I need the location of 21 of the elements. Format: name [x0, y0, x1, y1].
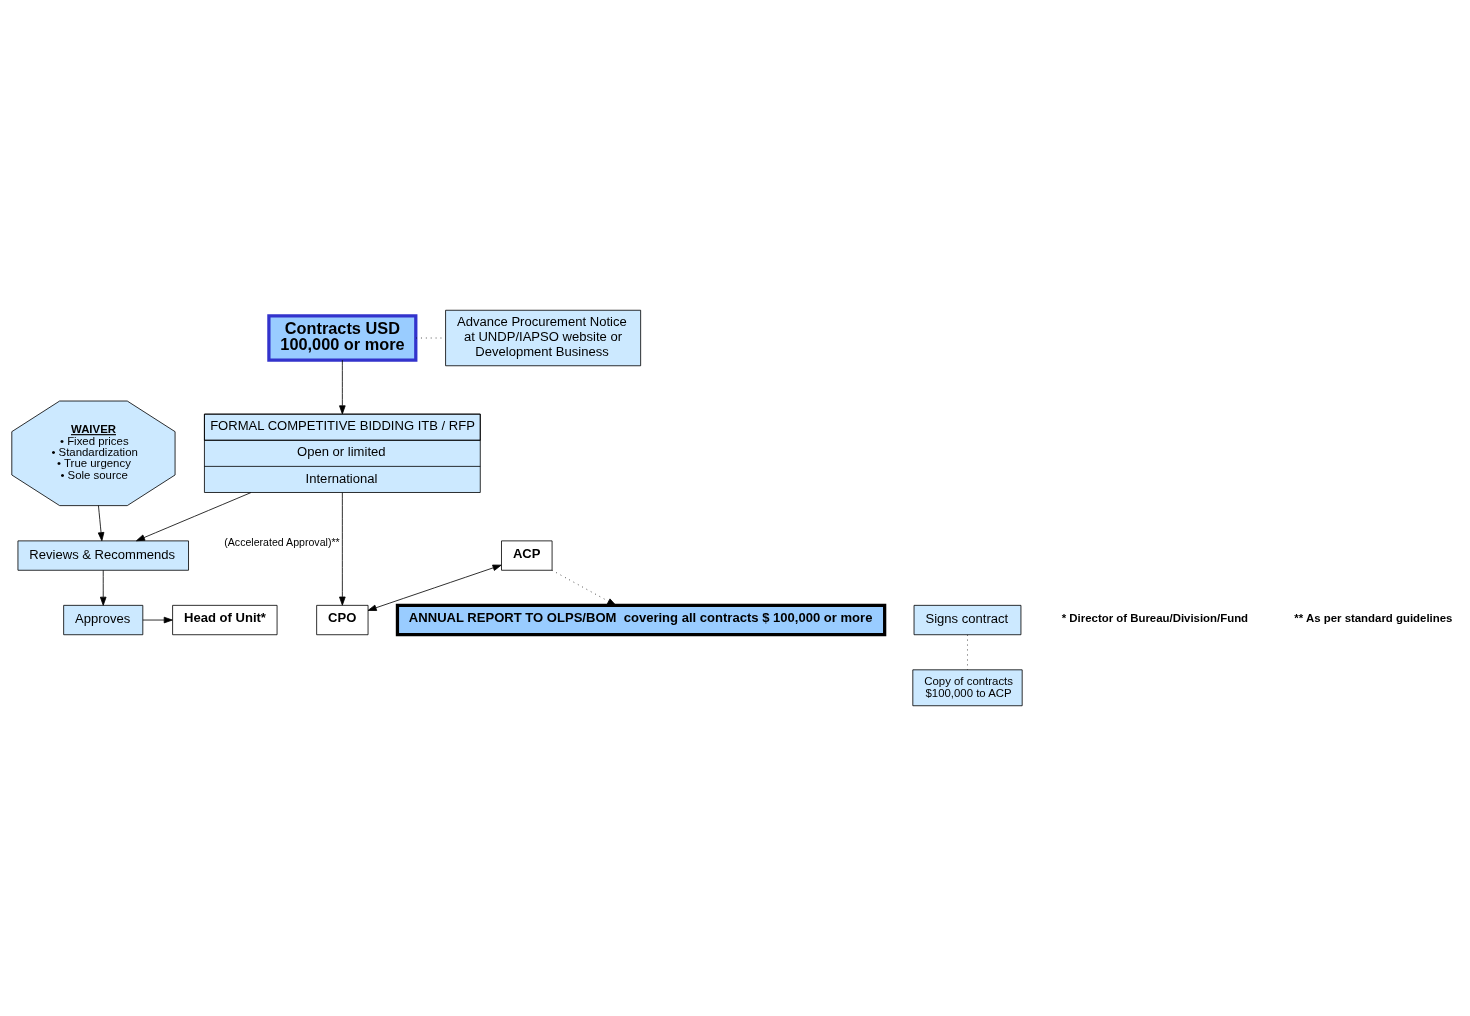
- arrow: [339, 359, 346, 415]
- label: ** As per standard guidelines: [1294, 612, 1453, 625]
- arrow: [339, 492, 346, 606]
- arrow: [99, 569, 107, 606]
- arrow: [136, 492, 252, 542]
- arrow: [367, 564, 502, 611]
- node-box: Head of Unit*: [172, 604, 278, 636]
- arrow: [551, 569, 617, 606]
- node-box: Reviews & Recommends: [17, 540, 189, 571]
- node-box: Signs contract: [913, 604, 1022, 636]
- node-box: ACP: [501, 540, 553, 571]
- arrow: [97, 505, 105, 542]
- node-box: Approves: [63, 604, 144, 636]
- arrow: [142, 616, 173, 624]
- node-box: ANNUAL REPORT TO OLPS/BOM covering all contracts $ 100,000 or more: [395, 603, 887, 637]
- node-box: Copy of contracts $100,000 to ACP: [912, 669, 1023, 707]
- node-box: Contracts USD 100,000 or more: [267, 314, 418, 362]
- node-box: CPO: [316, 604, 369, 636]
- node-box: Advance Procurement Notice at UNDP/IAPSO website or Development Business: [445, 309, 642, 367]
- label: * Director of Bureau/Division/Fund: [1061, 612, 1249, 625]
- edge-label: (Accelerated Approval)**: [224, 536, 340, 549]
